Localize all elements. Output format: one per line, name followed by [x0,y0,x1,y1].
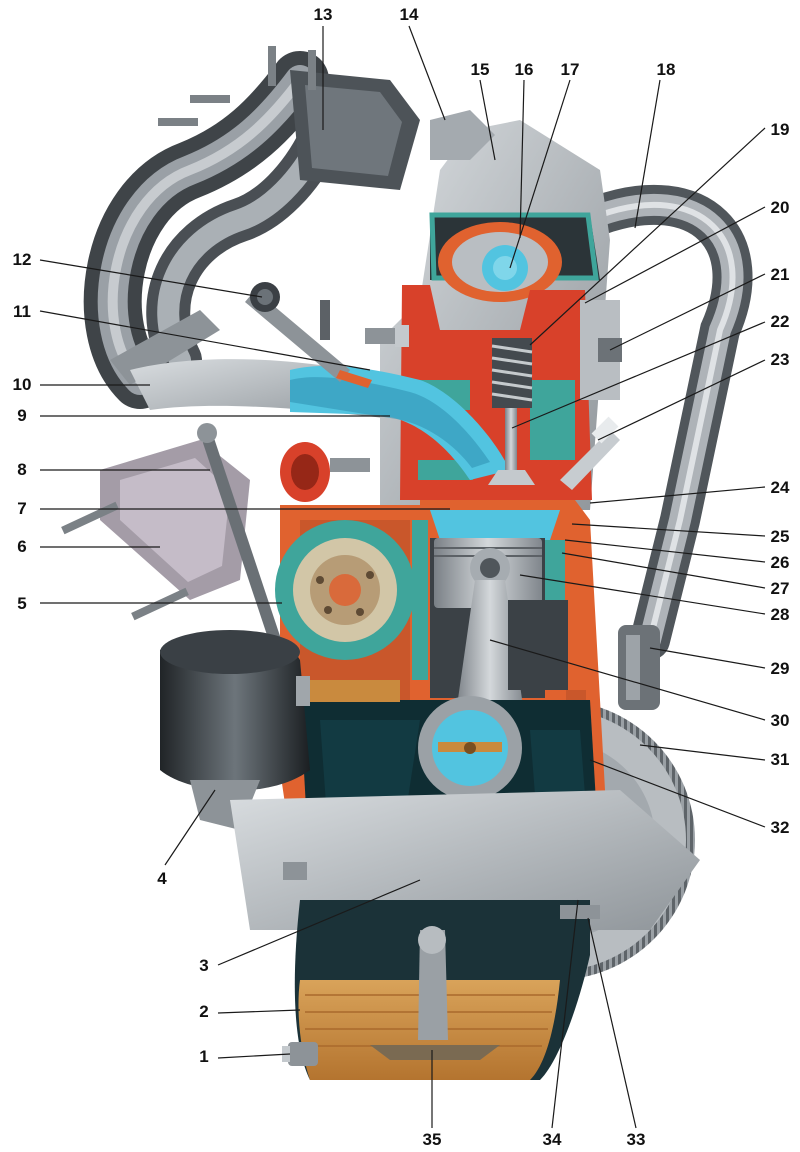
leader-line-24 [589,486,766,504]
callout-26: 26 [771,553,790,572]
callout-8: 8 [17,460,26,479]
callout-31: 31 [771,750,790,769]
leader-line-25 [571,523,766,537]
leader-line-20 [584,206,766,304]
callout-21: 21 [771,265,790,284]
leader-line-17 [509,79,571,269]
callout-2: 2 [199,1002,208,1021]
leader-line-11 [39,310,371,371]
leader-line-26 [564,539,766,563]
leader-line-21 [609,273,766,351]
callout-16: 16 [515,60,534,79]
callout-32: 32 [771,818,790,837]
leader-line-31 [639,744,766,761]
callout-30: 30 [771,711,790,730]
leader-line-27 [561,552,766,589]
cylinder-head [290,110,622,510]
leader-line-30 [489,639,766,721]
callout-11: 11 [13,302,31,321]
callout-1: 1 [199,1047,208,1066]
callout-9: 9 [17,406,26,425]
coolant-pipe [280,442,370,502]
leader-line-15 [479,79,496,161]
callout-35: 35 [423,1130,442,1149]
leader-line-4 [164,789,216,866]
callout-12: 12 [13,250,32,269]
callout-4: 4 [157,869,167,888]
callout-15: 15 [471,60,490,79]
callout-3: 3 [199,956,208,975]
callout-6: 6 [17,537,26,556]
callout-14: 14 [400,5,419,24]
callout-27: 27 [771,579,790,598]
leader-line-28 [519,574,766,615]
callout-20: 20 [771,198,790,217]
leader-line-16 [519,79,525,239]
callout-25: 25 [771,527,790,546]
fuel-injector [245,282,409,388]
leader-line-23 [597,359,766,441]
intake-manifold [83,46,420,420]
leader-lines [39,25,766,1129]
callout-19: 19 [771,120,790,139]
callout-18: 18 [657,60,676,79]
leader-line-34 [551,899,579,1129]
callout-5: 5 [17,594,26,613]
engine-artwork [61,46,753,1080]
callout-labels: 1 2 3 4 5 6 7 8 9 10 11 12 13 14 15 16 1… [13,5,790,1149]
oil-sump [230,790,700,1080]
callout-22: 22 [771,312,790,331]
leader-line-18 [634,79,661,229]
callout-24: 24 [771,478,790,497]
leader-line-19 [529,127,766,346]
leader-line-33 [587,917,637,1129]
leader-line-12 [39,259,263,298]
leader-line-22 [511,321,766,429]
callout-29: 29 [771,659,790,678]
callout-33: 33 [627,1130,646,1149]
exhaust-manifold [61,185,753,710]
leader-line-1 [217,1053,291,1059]
leader-line-2 [217,1009,301,1014]
leader-line-29 [649,647,766,669]
callout-17: 17 [561,60,580,79]
callout-13: 13 [314,5,333,24]
callout-34: 34 [543,1130,562,1149]
leader-line-3 [217,879,421,966]
leader-line-32 [589,759,766,828]
callout-28: 28 [771,605,790,624]
callout-10: 10 [13,375,32,394]
leader-line-14 [408,25,446,121]
callout-7: 7 [17,499,26,518]
callout-23: 23 [771,350,790,369]
